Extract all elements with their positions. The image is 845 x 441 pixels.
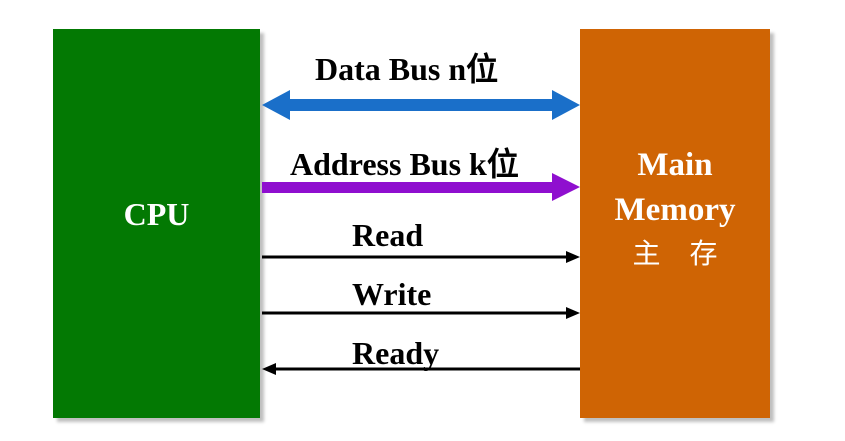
read-signal-arrow	[262, 251, 580, 263]
read-signal-label: Read	[352, 217, 424, 253]
data-bus-suffix: 位	[466, 50, 499, 88]
cpu-block: CPU	[53, 29, 260, 418]
ready-signal-arrow	[262, 363, 580, 375]
data-bus-arrow	[262, 90, 580, 120]
data-bus-label: Data Bus n位	[315, 44, 498, 90]
main-memory-label: Main Memory 主 存	[615, 143, 736, 275]
main-memory-line2: Memory	[614, 191, 736, 228]
write-signal-label: Write	[352, 276, 432, 312]
main-memory-line1: Main	[637, 146, 713, 183]
main-memory-line3: 主 存	[632, 236, 728, 270]
address-bus-suffix: 位	[486, 145, 519, 183]
ready-signal-label: Ready	[352, 335, 440, 371]
address-bus-text: Address Bus k	[290, 146, 487, 182]
address-bus-label: Address Bus k位	[290, 139, 519, 185]
address-bus-arrow	[262, 173, 580, 201]
main-memory-block: Main Memory 主 存	[580, 29, 770, 418]
data-bus-text: Data Bus n	[315, 51, 467, 87]
cpu-label: CPU	[123, 196, 190, 232]
write-signal-arrow	[262, 307, 580, 319]
